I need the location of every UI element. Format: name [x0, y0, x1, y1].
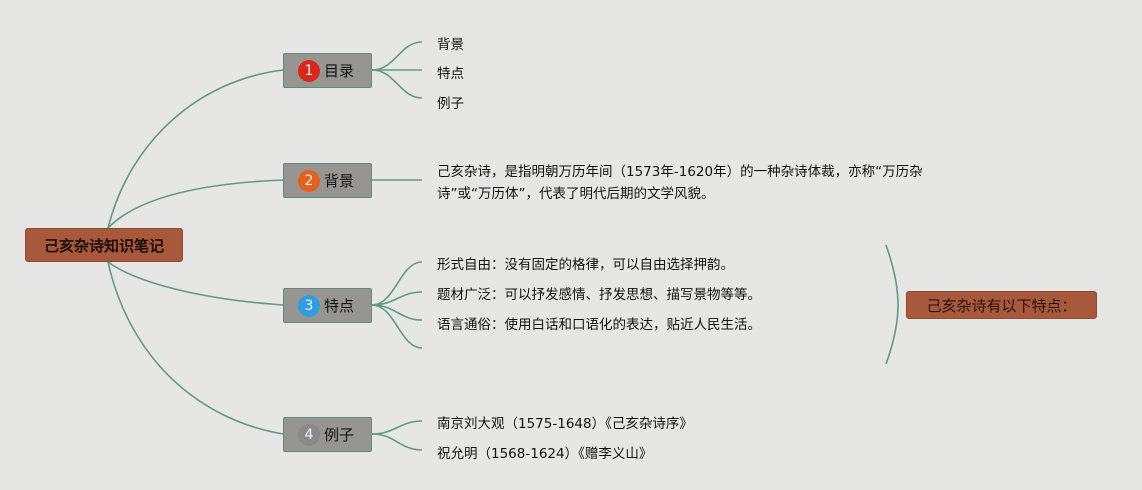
connector-feature-4 — [371, 304, 423, 349]
features-summary[interactable]: 己亥杂诗有以下特点： — [906, 291, 1097, 319]
root-topic-label: 己亥杂诗知识笔记 — [43, 236, 164, 255]
toc-item[interactable]: 特点 — [437, 66, 464, 82]
connector-root-features — [107, 261, 284, 306]
branch-label: 背景 — [324, 172, 355, 190]
branch-label: 例子 — [324, 426, 355, 444]
branch-label: 目录 — [324, 62, 355, 80]
feature-item[interactable]: 形式自由：没有固定的格律，可以自由选择押韵。 — [437, 257, 734, 273]
example-item[interactable]: 祝允明（1568-1624）《赠李义山》 — [437, 446, 653, 462]
connector-root-examples — [107, 261, 284, 435]
branch-label: 特点 — [324, 297, 355, 315]
connector-example-2 — [371, 433, 423, 451]
branch-catalog[interactable]: 1 目录 — [283, 53, 372, 88]
toc-item[interactable]: 例子 — [437, 96, 464, 112]
toc-item[interactable]: 背景 — [437, 37, 464, 53]
background-text[interactable]: 己亥杂诗，是指明朝万历年间（1573年-1620年）的一种杂诗体裁，亦称“万历杂… — [437, 164, 923, 202]
number-badge-icon: 1 — [298, 59, 320, 82]
connector-catalog-3 — [371, 69, 423, 99]
connector-example-1 — [371, 420, 423, 435]
features-summary-label: 己亥杂诗有以下特点： — [926, 296, 1077, 315]
connector-root-catalog — [107, 69, 284, 229]
branch-features[interactable]: 3 特点 — [283, 288, 372, 323]
branch-background[interactable]: 2 背景 — [283, 163, 372, 198]
number-badge-icon: 3 — [298, 294, 320, 317]
example-item[interactable]: 南京刘大观（1575-1648）《己亥杂诗序》 — [437, 416, 693, 432]
connector-feature-1 — [371, 261, 423, 306]
connector-root-background — [107, 179, 284, 229]
feature-item[interactable]: 题材广泛：可以抒发感情、抒发思想、描写景物等等。 — [437, 287, 761, 303]
summary-bracket — [885, 244, 899, 365]
root-topic[interactable]: 己亥杂诗知识笔记 — [25, 228, 183, 262]
number-badge-icon: 2 — [298, 169, 320, 192]
number-badge-icon: 4 — [298, 423, 320, 446]
branch-examples[interactable]: 4 例子 — [283, 417, 372, 452]
feature-item[interactable]: 语言通俗：使用白话和口语化的表达，贴近人民生活。 — [437, 317, 761, 333]
connector-catalog-1 — [371, 41, 423, 71]
